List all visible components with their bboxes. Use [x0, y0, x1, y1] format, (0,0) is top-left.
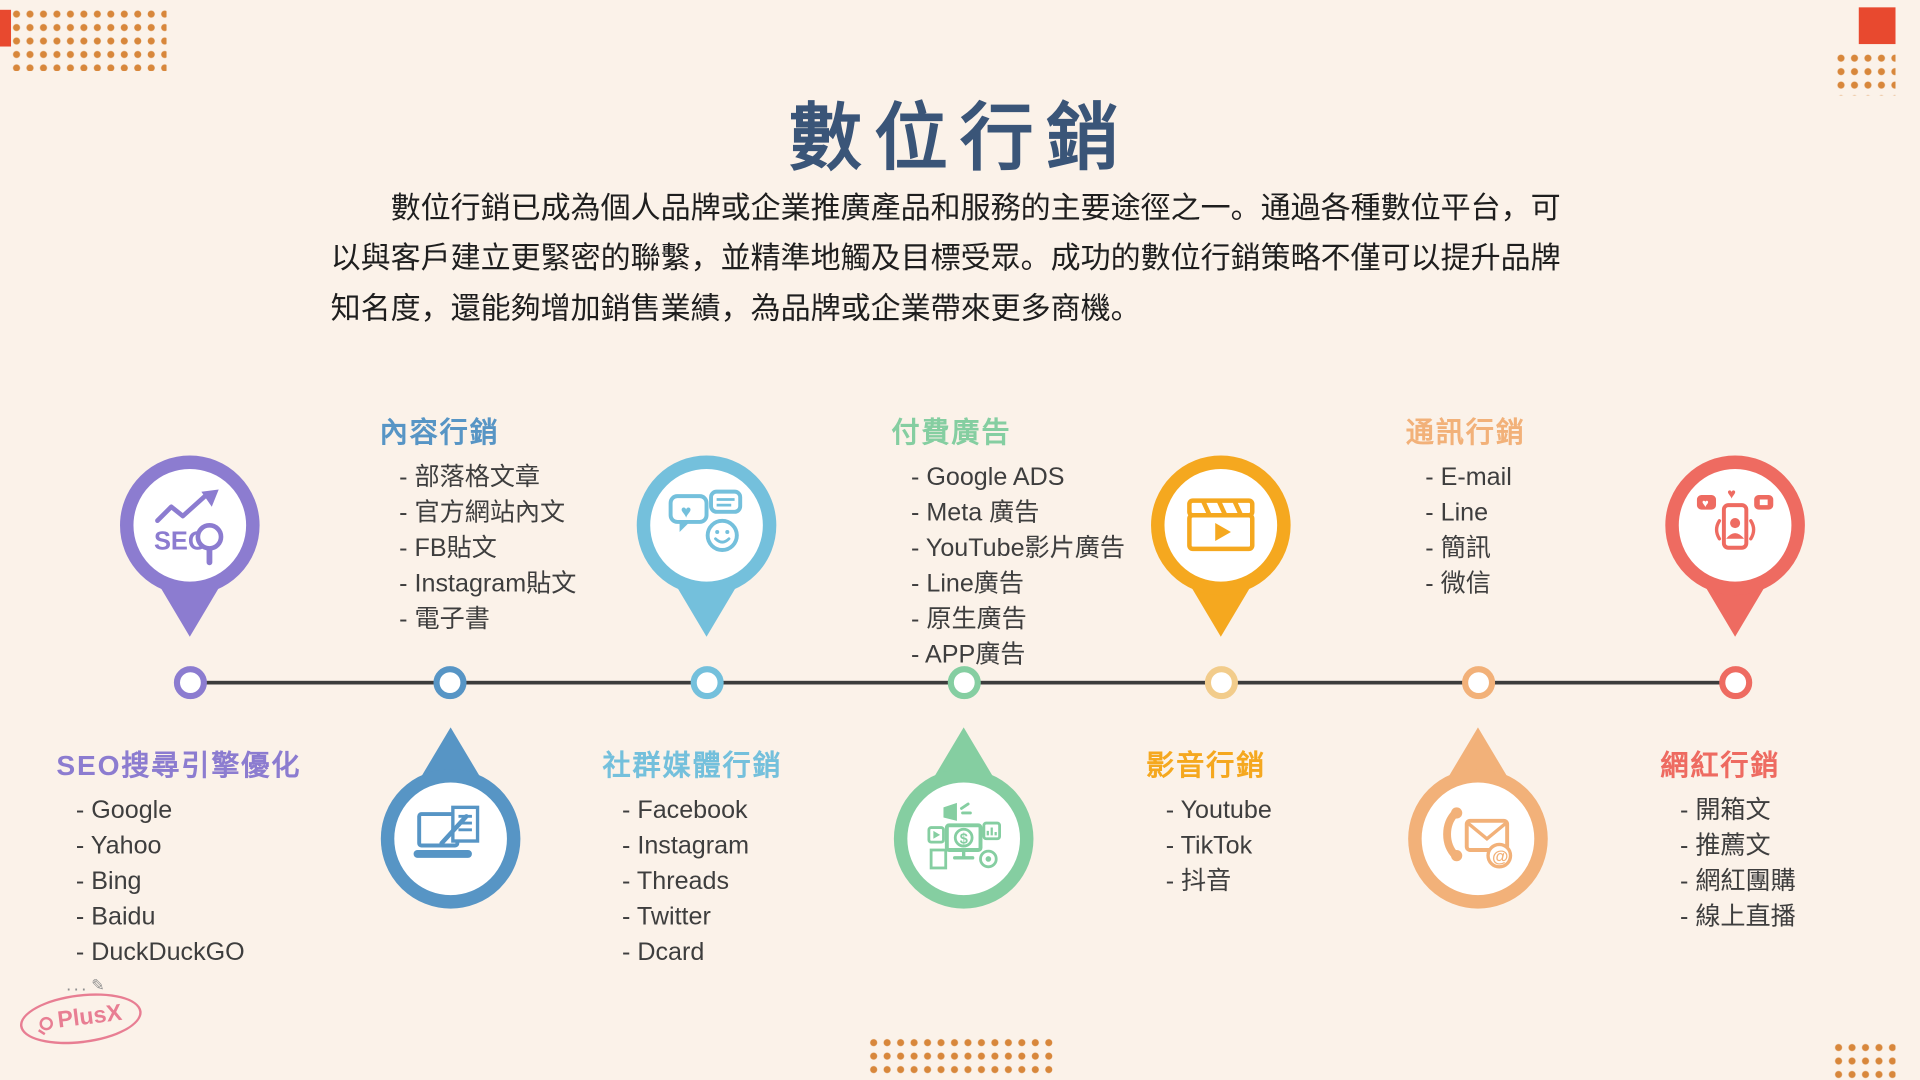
corner-accent	[1858, 7, 1896, 45]
timeline-node-social	[690, 666, 724, 700]
section-title: 社群媒體行銷	[602, 749, 783, 782]
list-item: - 電子書	[399, 604, 490, 634]
phone-envelope-icon: @	[1408, 768, 1548, 909]
section-list: - 開箱文 - 推薦文 - 網紅團購 - 線上直播	[1660, 792, 1796, 934]
timeline-node-content	[433, 666, 467, 700]
influencer-phone-icon: ♥ ♥	[1665, 455, 1805, 596]
logo-oval: PlusX	[17, 987, 145, 1051]
list-item: - Instagram貼文	[399, 569, 577, 598]
list-item: - Youtube	[1165, 795, 1272, 825]
pin-seo: SEO	[110, 455, 269, 637]
dots-pattern-bottom-right	[1831, 1040, 1896, 1079]
list-item: - 開箱文	[1680, 795, 1771, 825]
svg-text:♥: ♥	[681, 501, 692, 521]
list-item: - 抖音	[1165, 866, 1232, 896]
seo-magnifier-icon: SEO	[120, 455, 260, 596]
pin-paid-ads: $	[884, 727, 1043, 909]
section-title: 通訊行銷	[1405, 416, 1526, 449]
list-item: - Threads	[622, 866, 730, 896]
timeline-node-paid-ads	[947, 666, 981, 700]
section-seo: SEO搜尋引擎優化 - Google- Yahoo- Bing- Baidu- …	[56, 742, 301, 970]
laptop-writing-icon	[380, 768, 521, 909]
list-item: - Dcard	[622, 937, 705, 967]
list-item: - APP廣告	[911, 640, 1026, 669]
dots-pattern-bottom-center	[866, 1035, 1054, 1079]
list-item: - 推薦文	[1680, 831, 1771, 860]
list-item: - 微信	[1425, 569, 1491, 598]
section-title: 內容行銷	[379, 416, 500, 449]
pin-content-marketing	[371, 727, 530, 909]
list-item: - DuckDuckGO	[75, 937, 245, 967]
list-item: - Line	[1425, 498, 1489, 527]
svg-text:$: $	[960, 831, 968, 847]
list-item: - YouTube影片廣告	[911, 533, 1125, 563]
section-title: 網紅行銷	[1660, 749, 1781, 782]
timeline-node-seo	[173, 666, 207, 700]
intro-paragraph: 數位行銷已成為個人品牌或企業推廣產品和服務的主要途徑之一。通過各種數位平台，可以…	[330, 192, 1561, 326]
list-item: - 簡訊	[1425, 533, 1491, 563]
plusx-logo: ... PlusX	[17, 975, 167, 1051]
timeline-node-messaging	[1462, 666, 1496, 700]
list-item: - FB貼文	[399, 533, 497, 563]
video-clapperboard-icon	[1151, 455, 1291, 596]
page-title: 數位行銷	[788, 97, 1132, 179]
section-list: - 部落格文章 - 官方網站內文 - FB貼文 - Instagram貼文 - 電子書	[380, 459, 577, 637]
logo-text: PlusX	[56, 1000, 124, 1034]
list-item: - Bing	[75, 866, 142, 896]
section-messaging-marketing: 通訊行銷 - E-mail - Line - 簡訊 - 微信	[1406, 409, 1526, 601]
list-item: - Google ADS	[911, 462, 1065, 492]
dots-pattern-top-right	[1834, 51, 1896, 96]
chat-bubbles-icon: ♥	[636, 455, 777, 596]
section-list: - Google ADS - Meta 廣告 - YouTube影片廣告 - Line…	[891, 459, 1125, 672]
section-list: - Google - Yahoo - Bing - Baidu - DuckDuckGO	[56, 792, 301, 970]
list-item: - 網紅團購	[1680, 866, 1796, 896]
list-item: - Baidu	[75, 902, 156, 931]
svg-text:♥: ♥	[1727, 486, 1736, 502]
section-content-marketing: 內容行銷 - 部落格文章- 官方網站內文- FB貼文- Instagram貼文-…	[380, 409, 577, 637]
ads-monitor-icon: $	[893, 768, 1034, 909]
list-item: - 線上直播	[1680, 902, 1796, 931]
logo-decoration: ...	[66, 975, 166, 996]
section-influencer-marketing: 網紅行銷 - 開箱文 - 推薦文 - 網紅團購 - 線上直播	[1660, 742, 1795, 934]
section-title: 付費廣告	[891, 416, 1012, 449]
list-item: - 官方網站內文	[399, 498, 566, 527]
list-item: - Line廣告	[911, 569, 1025, 598]
svg-text:♥: ♥	[1702, 498, 1709, 510]
list-item: - Yahoo	[75, 831, 162, 860]
list-item: - Instagram	[622, 831, 749, 860]
timeline-node-influencer	[1719, 666, 1753, 700]
list-item: - E-mail	[1425, 462, 1512, 492]
pin-messaging-marketing: @	[1398, 727, 1557, 909]
section-title: SEO搜尋引擎優化	[56, 749, 302, 782]
section-video-marketing: 影音行銷 - Youtube - TikTok - 抖音	[1146, 742, 1272, 899]
svg-text:@: @	[1492, 847, 1508, 866]
corner-accent	[0, 9, 12, 47]
section-list: - Facebook - Instagram - Threads - Twitter -…	[602, 792, 782, 970]
section-paid-ads: 付費廣告 - Google ADS- Meta 廣告- YouTube影片廣告-…	[891, 409, 1125, 672]
pin-social-media: ♥	[627, 455, 786, 637]
list-item: - 部落格文章	[399, 462, 541, 492]
pin-video-marketing	[1141, 455, 1300, 637]
timeline-node-video	[1204, 666, 1238, 700]
section-title: 影音行銷	[1146, 749, 1267, 782]
list-item: - Facebook	[622, 795, 748, 825]
list-item: - Meta 廣告	[911, 498, 1040, 527]
section-social-media: 社群媒體行銷 - Facebook - Instagram - Threads - T…	[602, 742, 782, 970]
pencil-icon	[89, 975, 107, 996]
dots-pattern-top-left	[9, 7, 167, 72]
magnifier-icon	[38, 1015, 54, 1031]
section-list: - E-mail - Line - 簡訊 - 微信	[1406, 459, 1526, 601]
list-item: - TikTok	[1165, 831, 1253, 860]
list-item: - Twitter	[622, 902, 711, 931]
list-item: - 原生廣告	[911, 604, 1027, 634]
pin-influencer-marketing: ♥ ♥	[1656, 455, 1815, 637]
section-list: - Youtube - TikTok - 抖音	[1146, 792, 1272, 899]
list-item: - Google	[75, 795, 173, 825]
